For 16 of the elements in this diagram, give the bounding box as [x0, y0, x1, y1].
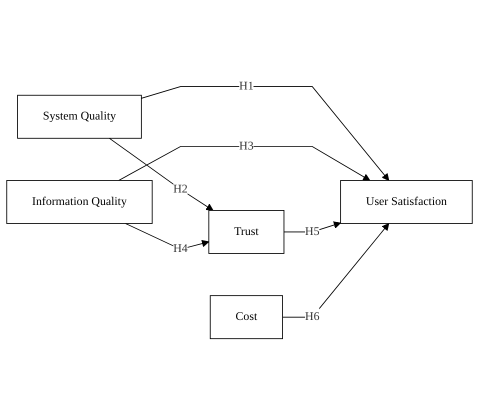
edge-label: H6 — [305, 311, 320, 324]
edge-label: H3 — [239, 140, 254, 154]
arrow — [118, 146, 370, 182]
node-box: Trust — [208, 210, 284, 254]
arrow — [109, 138, 214, 212]
edge-label: H4 — [173, 243, 188, 256]
node-box: User Satisfaction — [340, 180, 473, 224]
arrow — [140, 86, 390, 182]
arrow — [282, 223, 390, 318]
edge-label: H1 — [239, 80, 254, 94]
node-box: Cost — [210, 296, 283, 340]
edge-label: H2 — [173, 183, 188, 196]
arrow — [125, 223, 210, 250]
edge-label: H5 — [305, 226, 320, 239]
node-box: Information Quality — [6, 180, 153, 224]
node-box: System Quality — [17, 95, 142, 139]
